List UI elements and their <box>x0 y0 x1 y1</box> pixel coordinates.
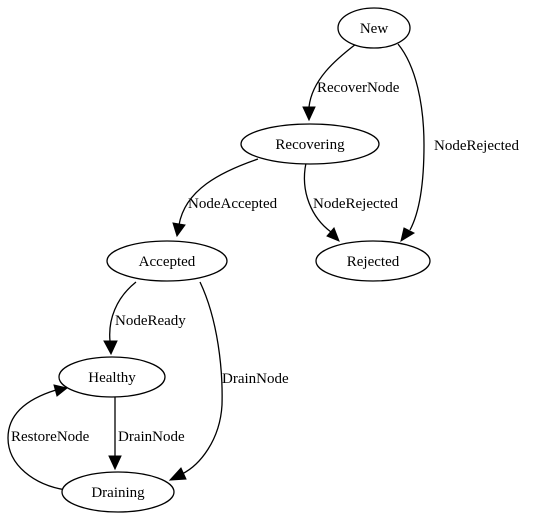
edge-accepted-draining: DrainNode <box>168 281 289 481</box>
node-label-accepted: Accepted <box>139 254 196 270</box>
edge-recovering-rejected: NodeRejected <box>303 162 398 242</box>
node-label-draining: Draining <box>91 485 145 501</box>
node-rejected[interactable]: Rejected <box>315 240 431 282</box>
node-draining[interactable]: Draining <box>61 471 175 513</box>
edge-label-drain-node-2: DrainNode <box>118 429 185 445</box>
edge-accepted-healthy: NodeReady <box>103 281 186 356</box>
edge-label-node-rejected-1: NodeRejected <box>434 138 519 154</box>
node-recovering[interactable]: Recovering <box>240 123 380 165</box>
edge-label-node-ready: NodeReady <box>115 313 186 329</box>
node-label-new: New <box>360 21 388 37</box>
node-label-recovering: Recovering <box>275 137 345 153</box>
edge-label-node-accepted: NodeAccepted <box>188 196 278 212</box>
edge-new-rejected: NodeRejected <box>397 43 519 243</box>
edge-label-restore-node: RestoreNode <box>11 429 90 445</box>
edge-label-drain-node-1: DrainNode <box>222 371 289 387</box>
edge-label-node-rejected-2: NodeRejected <box>313 196 398 212</box>
edge-healthy-draining: DrainNode <box>108 396 185 471</box>
node-new[interactable]: New <box>337 7 411 49</box>
edge-new-recovering: RecoverNode <box>302 43 400 122</box>
node-label-healthy: Healthy <box>88 370 136 386</box>
edge-recovering-accepted: NodeAccepted <box>172 158 278 238</box>
edge-label-recover-node: RecoverNode <box>317 80 400 96</box>
node-healthy[interactable]: Healthy <box>58 356 166 398</box>
edge-draining-healthy: RestoreNode <box>7 384 90 491</box>
node-accepted[interactable]: Accepted <box>106 240 228 282</box>
node-label-rejected: Rejected <box>347 254 400 270</box>
